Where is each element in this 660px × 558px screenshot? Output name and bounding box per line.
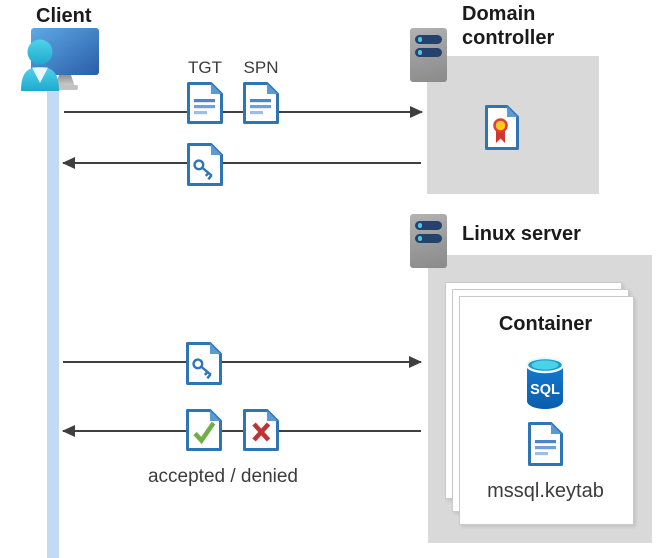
accepted-denied-label: accepted / denied [147, 466, 298, 487]
server-led-icon [417, 223, 423, 228]
tgt-document-icon [187, 82, 223, 124]
mssql-keytab-label: mssql.keytab [487, 480, 604, 502]
server-bar [415, 221, 442, 230]
monitor-stand [55, 75, 75, 87]
arrowhead-right-icon [410, 105, 423, 118]
arrowhead-right-icon [409, 355, 422, 368]
arrow-shaft [63, 430, 421, 432]
sql-database-icon: SQL [525, 356, 565, 409]
key-document-icon [186, 342, 222, 385]
cross-document-icon [243, 409, 279, 451]
client-lifeline [47, 86, 59, 558]
arrow-shaft [63, 361, 421, 363]
arrowhead-left-icon [62, 424, 75, 437]
linux-server-label: Linux server [462, 223, 581, 245]
monitor-shape [31, 28, 99, 75]
server-bar [415, 234, 442, 243]
check-document-icon [186, 409, 222, 451]
certificate-document-icon [485, 105, 519, 150]
container-paper-front [459, 296, 634, 525]
person-head [27, 39, 53, 65]
domain-controller-label: Domain controller [462, 3, 555, 49]
container-label: Container [498, 313, 593, 335]
arrow-client-to-container [63, 355, 422, 368]
sql-badge-text: SQL [530, 382, 560, 398]
spn-label: SPN [243, 58, 279, 77]
keytab-document-icon [528, 422, 563, 466]
server-bar [415, 48, 442, 57]
arrowhead-left-icon [62, 156, 75, 169]
server-led-icon [417, 236, 423, 241]
linux-server-icon [410, 214, 447, 268]
server-led-icon [417, 50, 423, 55]
arrow-shaft [63, 162, 421, 164]
client-monitor-user-icon [21, 28, 99, 91]
person-collar [32, 67, 48, 83]
client-label: Client [36, 5, 92, 27]
arrow-domain-controller-to-client [62, 156, 421, 169]
arrow-container-to-client [62, 424, 421, 437]
domain-controller-server-icon [410, 28, 447, 82]
key-document-icon [187, 143, 223, 186]
spn-document-icon [243, 82, 279, 124]
server-bar [415, 35, 442, 44]
tgt-label: TGT [188, 58, 222, 77]
server-led-icon [417, 37, 423, 42]
